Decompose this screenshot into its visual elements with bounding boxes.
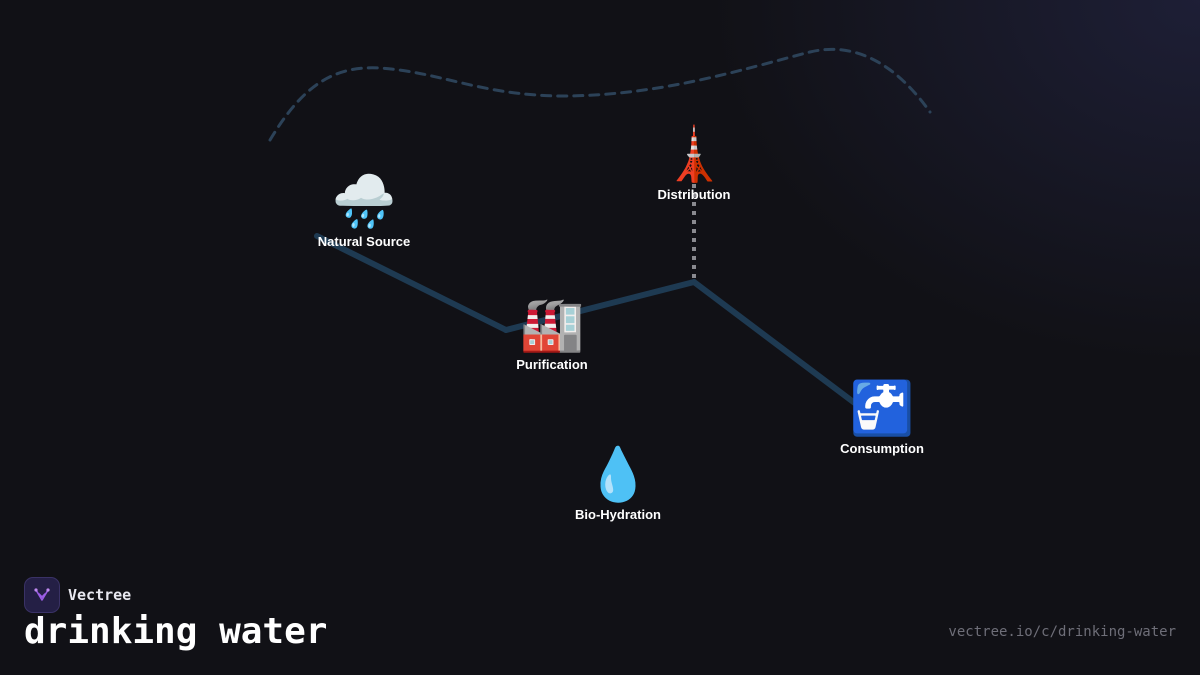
node-bio-hydration[interactable]: 💧 Bio-Hydration [575, 445, 661, 522]
node-label: Consumption [840, 441, 924, 456]
node-label: Purification [516, 357, 588, 372]
node-distribution[interactable]: 🗼 Distribution [658, 125, 731, 202]
rain-cloud-icon: 🌧️ [331, 172, 397, 232]
tower-icon: 🗼 [661, 125, 727, 185]
factory-icon: 🏭 [519, 295, 585, 355]
brand[interactable]: Vectree [24, 577, 131, 613]
edge-purification-to-distribution [503, 279, 697, 333]
page-title: drinking water [24, 611, 328, 652]
node-purification[interactable]: 🏭 Purification [516, 295, 588, 372]
droplet-icon: 💧 [585, 445, 651, 505]
vectree-logo-icon [24, 577, 60, 613]
water-tap-icon: 🚰 [849, 379, 915, 439]
node-label: Distribution [657, 187, 731, 202]
node-label: Natural Source [317, 234, 411, 249]
source-url[interactable]: vectree.io/c/drinking-water [948, 624, 1176, 640]
node-consumption[interactable]: 🚰 Consumption [840, 379, 924, 456]
edge-return-cycle [268, 47, 932, 142]
edge-source-to-purification [314, 233, 509, 333]
node-label: Bio-Hydration [575, 507, 661, 522]
brand-name: Vectree [68, 586, 132, 604]
node-natural-source[interactable]: 🌧️ Natural Source [318, 172, 410, 249]
edge-distribution-to-consumption [691, 279, 863, 410]
